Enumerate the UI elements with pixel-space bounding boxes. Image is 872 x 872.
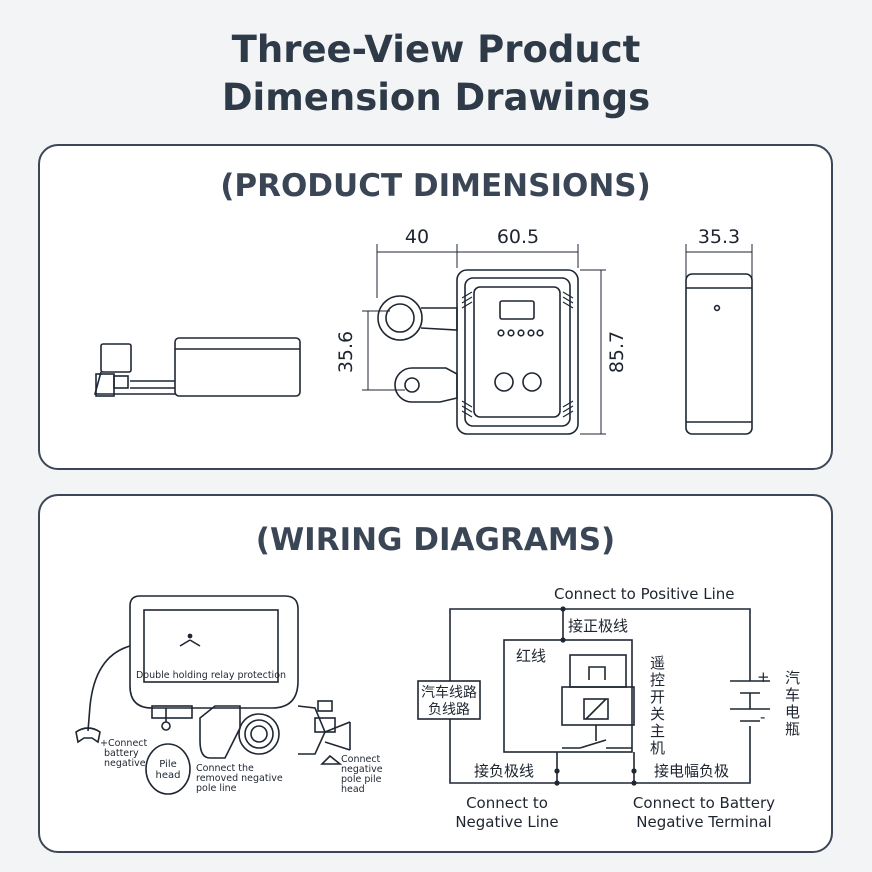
cn-remote-3: 开 <box>650 688 665 706</box>
cn-battery-3: 电 <box>785 703 800 721</box>
negative-line-label-1: Connect to <box>466 794 548 812</box>
cn-remote-2: 控 <box>650 671 665 689</box>
negative-pole-label-3: pole pile <box>341 774 382 785</box>
battery-terminal-label-2: Negative Terminal <box>636 813 771 831</box>
cn-battery-2: 车 <box>785 686 800 704</box>
cn-remote-4: 关 <box>650 705 665 723</box>
wiring-schematic <box>417 608 770 784</box>
dim-35-6-label: 35.6 <box>335 331 357 373</box>
cn-red-line-label: 红线 <box>516 647 546 665</box>
battery-negative-label-2: battery <box>104 748 139 759</box>
positive-line-label: Connect to Positive Line <box>554 585 734 603</box>
cn-negative-label: 接负极线 <box>474 762 534 780</box>
relay-protection-label: Double holding relay protection <box>136 670 286 681</box>
wiring-drawing: Double holding relay protection +Connect… <box>75 585 800 831</box>
battery-terminal-label-1: Connect to Battery <box>633 794 775 812</box>
pile-head-label: Pile <box>159 759 177 770</box>
dim-35-3-label: 35.3 <box>698 226 740 248</box>
front-view <box>362 244 606 435</box>
cn-battery-4: 瓶 <box>785 720 800 738</box>
negative-line-label-2: Negative Line <box>455 813 558 831</box>
cn-positive-label: 接正极线 <box>568 617 628 635</box>
negative-pole-label: Connect <box>341 754 381 765</box>
cn-remote-1: 遥 <box>650 654 665 672</box>
negative-pole-label-2: negative <box>341 764 383 775</box>
cn-car-line-2: 负线路 <box>428 702 470 718</box>
battery-plus-sign: + <box>757 668 770 686</box>
dim-60-5-label: 60.5 <box>497 226 539 248</box>
side-view <box>93 337 301 397</box>
battery-negative-label-3: negative <box>104 758 146 769</box>
negative-pole-label-4: head <box>341 784 365 795</box>
wiring-diagrams-panel: (WIRING DIAGRAMS) Double holdi <box>38 494 833 853</box>
battery-negative-label: +Connect <box>100 738 148 749</box>
pile-head-label-2: head <box>156 770 181 781</box>
removed-pole-label: Connect the <box>196 763 254 774</box>
dimension-drawing: 40 60.5 35.3 35.6 85.7 <box>93 226 753 435</box>
dim-40-label: 40 <box>405 226 429 248</box>
product-dimensions-panel: (PRODUCT DIMENSIONS) <box>38 144 833 470</box>
end-view <box>685 244 753 435</box>
main-title-line1: Three-View Product <box>231 28 641 71</box>
cn-battery-negative-label: 接电幅负极 <box>654 762 729 780</box>
cn-remote-5: 主 <box>650 722 665 740</box>
junction-dots <box>554 606 637 786</box>
cn-remote-6: 机 <box>650 739 665 757</box>
cn-battery-1: 汽 <box>785 669 800 687</box>
main-title-line2: Dimension Drawings <box>221 76 651 119</box>
wiring-diagrams-heading: (WIRING DIAGRAMS) <box>255 522 616 558</box>
cn-car-line-1: 汽车线路 <box>421 684 477 701</box>
relay-device <box>75 595 351 795</box>
product-dimensions-heading: (PRODUCT DIMENSIONS) <box>220 168 651 204</box>
dim-85-7-label: 85.7 <box>606 331 628 373</box>
removed-pole-label-3: pole line <box>196 783 237 794</box>
battery-minus-sign: - <box>760 708 765 726</box>
removed-pole-label-2: removed negative <box>196 773 283 784</box>
